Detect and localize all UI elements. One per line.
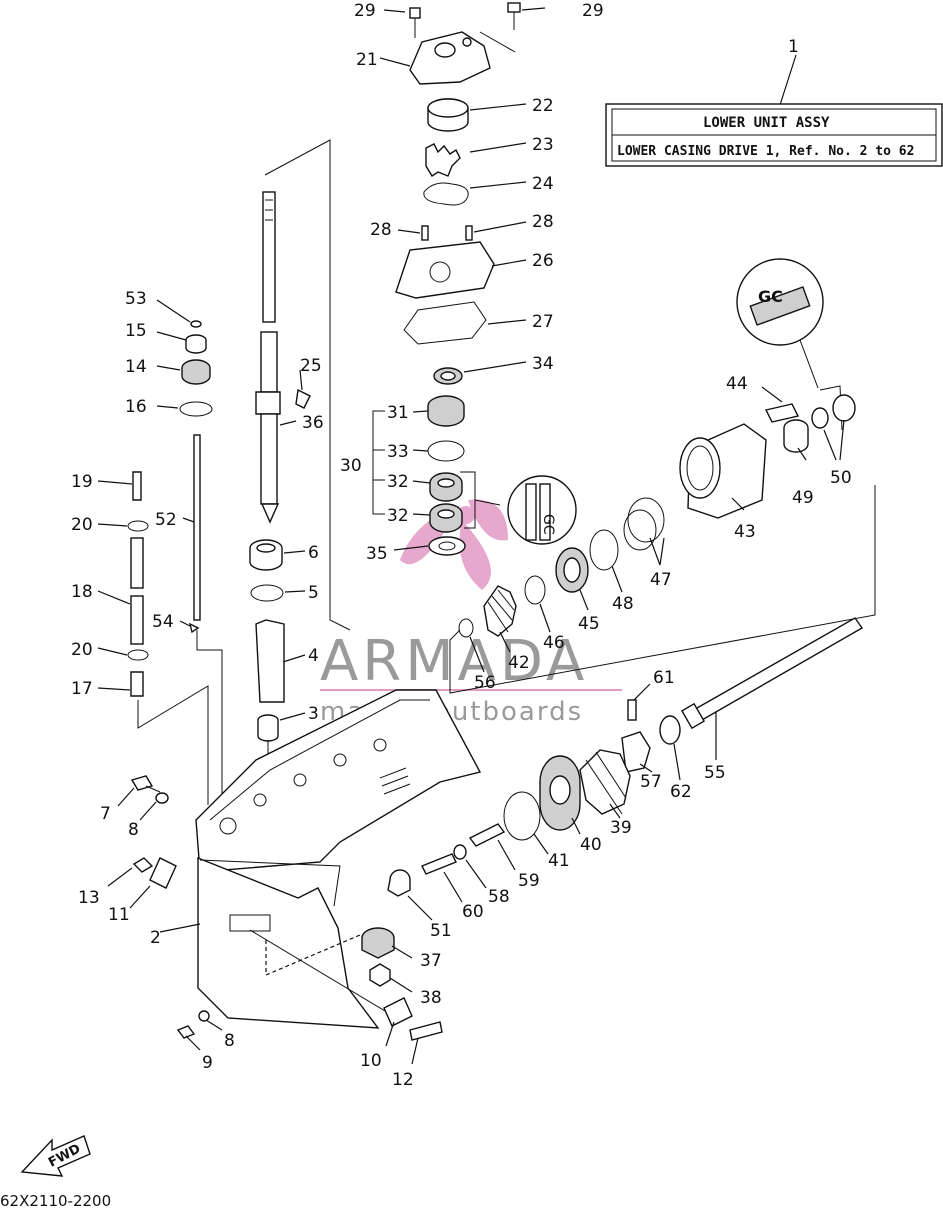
callout-33: 33 xyxy=(387,442,409,462)
callout-21: 21 xyxy=(356,50,378,70)
svg-text:GC: GC xyxy=(758,287,783,306)
callout-60: 60 xyxy=(462,902,484,922)
callout-28: 28 xyxy=(370,220,392,240)
svg-text:GC: GC xyxy=(540,514,556,535)
callout-5: 5 xyxy=(308,583,319,603)
callout-54: 54 xyxy=(152,612,174,632)
callout-42: 42 xyxy=(508,653,530,673)
callout-55: 55 xyxy=(704,763,726,783)
callout-11: 11 xyxy=(108,905,130,925)
title-box: 1 LOWER UNIT ASSY LOWER CASING DRIVE 1, … xyxy=(605,37,943,167)
callout-53: 53 xyxy=(125,289,147,309)
callout-47: 47 xyxy=(650,570,672,590)
callout-30: 30 xyxy=(340,456,362,476)
callout-32: 32 xyxy=(387,472,409,492)
callout-15: 15 xyxy=(125,321,147,341)
callout-29: 29 xyxy=(582,1,604,21)
callout-32: 32 xyxy=(387,506,409,526)
gear-group xyxy=(387,585,864,921)
callout-43: 43 xyxy=(734,522,756,542)
callout-8: 8 xyxy=(224,1031,235,1051)
callout-4: 4 xyxy=(308,646,319,666)
callout-3: 3 xyxy=(308,704,319,724)
bearing-group: GC xyxy=(372,395,577,556)
callout-51: 51 xyxy=(430,921,452,941)
callout-1: 1 xyxy=(788,37,799,57)
callout-7: 7 xyxy=(100,804,111,824)
prop-housing-group: GC xyxy=(449,258,876,694)
callout-40: 40 xyxy=(580,835,602,855)
callout-45: 45 xyxy=(578,614,600,634)
callout-58: 58 xyxy=(488,887,510,907)
callout-20: 20 xyxy=(71,640,93,660)
callout-27: 27 xyxy=(532,312,554,332)
water-pump-group xyxy=(379,2,546,385)
callout-46: 46 xyxy=(543,633,565,653)
callout-52: 52 xyxy=(155,510,177,530)
callout-20: 20 xyxy=(71,515,93,535)
bushing-group xyxy=(249,539,306,810)
callout-31: 31 xyxy=(387,403,409,423)
callout-25: 25 xyxy=(300,356,322,376)
callout-16: 16 xyxy=(125,397,147,417)
callout-39: 39 xyxy=(610,818,632,838)
watermark-brand: ARMADA xyxy=(320,629,588,694)
callout-14: 14 xyxy=(125,357,147,377)
callout-44: 44 xyxy=(726,374,748,394)
callout-61: 61 xyxy=(653,668,675,688)
callout-59: 59 xyxy=(518,871,540,891)
callout-48: 48 xyxy=(612,594,634,614)
callout-56: 56 xyxy=(474,673,496,693)
callout-26: 26 xyxy=(532,251,554,271)
title-line-1: LOWER UNIT ASSY xyxy=(703,115,830,131)
callout-34: 34 xyxy=(532,354,554,374)
callout-50: 50 xyxy=(830,468,852,488)
casing-hardware xyxy=(107,775,443,1065)
callout-13: 13 xyxy=(78,888,100,908)
callouts: 29 29 21 22 23 24 28 28 26 27 34 53 15 1… xyxy=(71,1,852,1090)
callout-38: 38 xyxy=(420,988,442,1008)
callout-12: 12 xyxy=(392,1070,414,1090)
watermark: ARMADA marine outboards xyxy=(320,499,622,727)
callout-29: 29 xyxy=(354,1,376,21)
diagram-code: 62X2110-2200 xyxy=(0,1192,111,1208)
callout-24: 24 xyxy=(532,174,554,194)
callout-9: 9 xyxy=(202,1053,213,1073)
callout-8: 8 xyxy=(128,820,139,840)
shift-rod-group xyxy=(97,299,223,805)
callout-41: 41 xyxy=(548,851,570,871)
callout-17: 17 xyxy=(71,679,93,699)
callout-23: 23 xyxy=(532,135,554,155)
callout-36: 36 xyxy=(302,413,324,433)
title-line-2: LOWER CASING DRIVE 1, Ref. No. 2 to 62 xyxy=(617,144,914,159)
callout-10: 10 xyxy=(360,1051,382,1071)
callout-18: 18 xyxy=(71,582,93,602)
callout-37: 37 xyxy=(420,951,442,971)
callout-28: 28 xyxy=(532,212,554,232)
callout-19: 19 xyxy=(71,472,93,492)
callout-62: 62 xyxy=(670,782,692,802)
callout-22: 22 xyxy=(532,96,554,116)
callout-2: 2 xyxy=(150,928,161,948)
fwd-arrow-icon: FWD xyxy=(20,1135,91,1177)
callout-57: 57 xyxy=(640,772,662,792)
callout-49: 49 xyxy=(792,488,814,508)
lower-casing xyxy=(159,689,482,1029)
drive-shaft-group xyxy=(255,139,351,631)
callout-35: 35 xyxy=(366,544,388,564)
callout-6: 6 xyxy=(308,543,319,563)
